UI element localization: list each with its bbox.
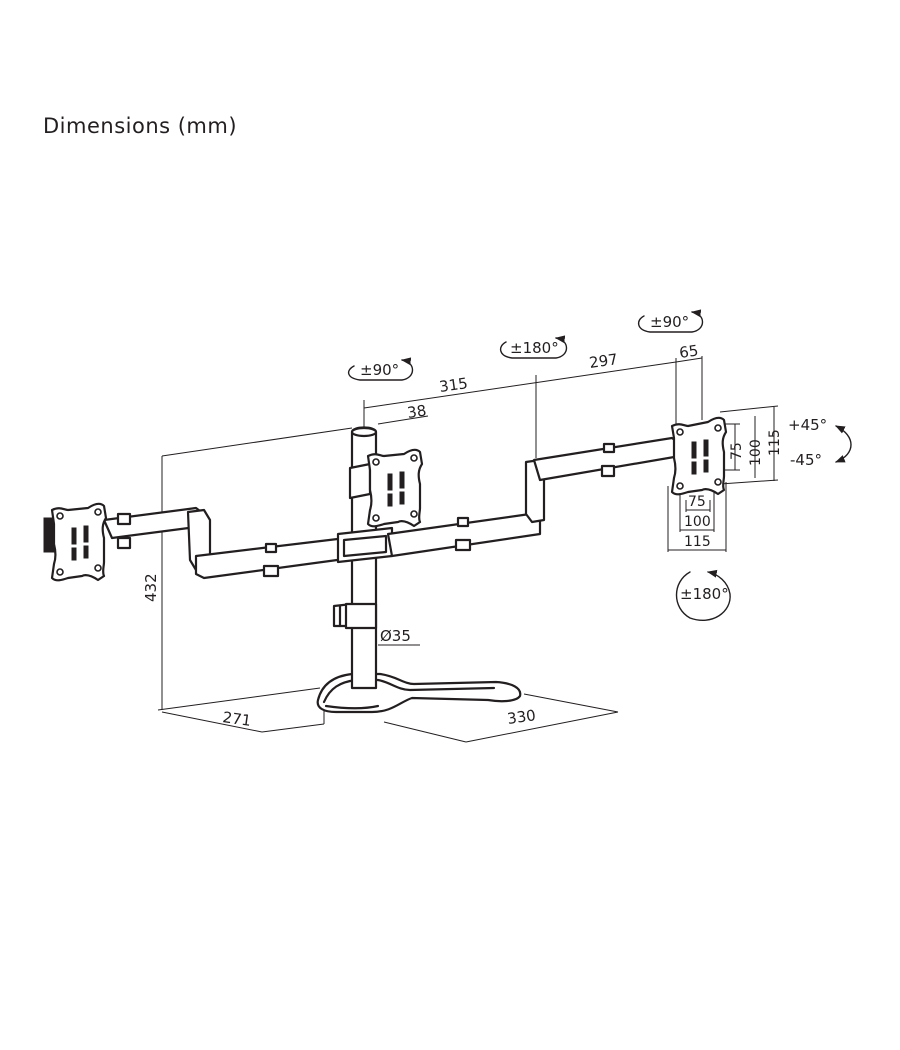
- label-vesa-75-v: 75: [729, 442, 745, 460]
- vesa-plate-center: [348, 448, 424, 528]
- label-vesa-75-h: 75: [688, 494, 706, 510]
- center-bracket: [336, 526, 394, 564]
- label-base-depth: 271: [221, 708, 252, 730]
- label-offset-38: 38: [406, 401, 427, 421]
- label-rotate: ±180°: [680, 585, 729, 603]
- label-tilt-down: -45°: [790, 451, 822, 469]
- label-tilt-up: +45°: [788, 416, 827, 434]
- label-vesa-115-h: 115: [684, 534, 711, 550]
- label-vesa-100-v: 100: [748, 439, 764, 466]
- dimension-lines: [157, 356, 779, 743]
- label-height: 432: [142, 573, 160, 602]
- label-offset-65: 65: [678, 341, 699, 361]
- label-arm-right: 297: [588, 350, 619, 372]
- page-title: Dimensions (mm): [43, 114, 238, 138]
- label-swivel-center: ±90°: [360, 361, 399, 379]
- rotation-labels: ±90° ±180° ±90° +45° -45° ±180°: [360, 313, 827, 603]
- stand-base: [316, 672, 522, 714]
- vesa-plate-right: [670, 416, 728, 496]
- label-vesa-100-h: 100: [684, 514, 711, 530]
- left-arm: [102, 506, 354, 580]
- vesa-plate-left: [43, 502, 108, 582]
- dimension-labels: 432 315 297 38 65 Ø35 271 330 75 100 115…: [142, 341, 783, 729]
- label-pole-diameter: Ø35: [380, 627, 411, 645]
- label-arm-left: 315: [438, 374, 469, 396]
- label-swivel-mid: ±180°: [510, 339, 559, 357]
- label-base-width: 330: [506, 706, 537, 728]
- label-swivel-right: ±90°: [650, 313, 689, 331]
- rotation-indicators: [347, 309, 852, 621]
- label-vesa-115-v: 115: [767, 429, 783, 456]
- right-arm: [386, 436, 682, 558]
